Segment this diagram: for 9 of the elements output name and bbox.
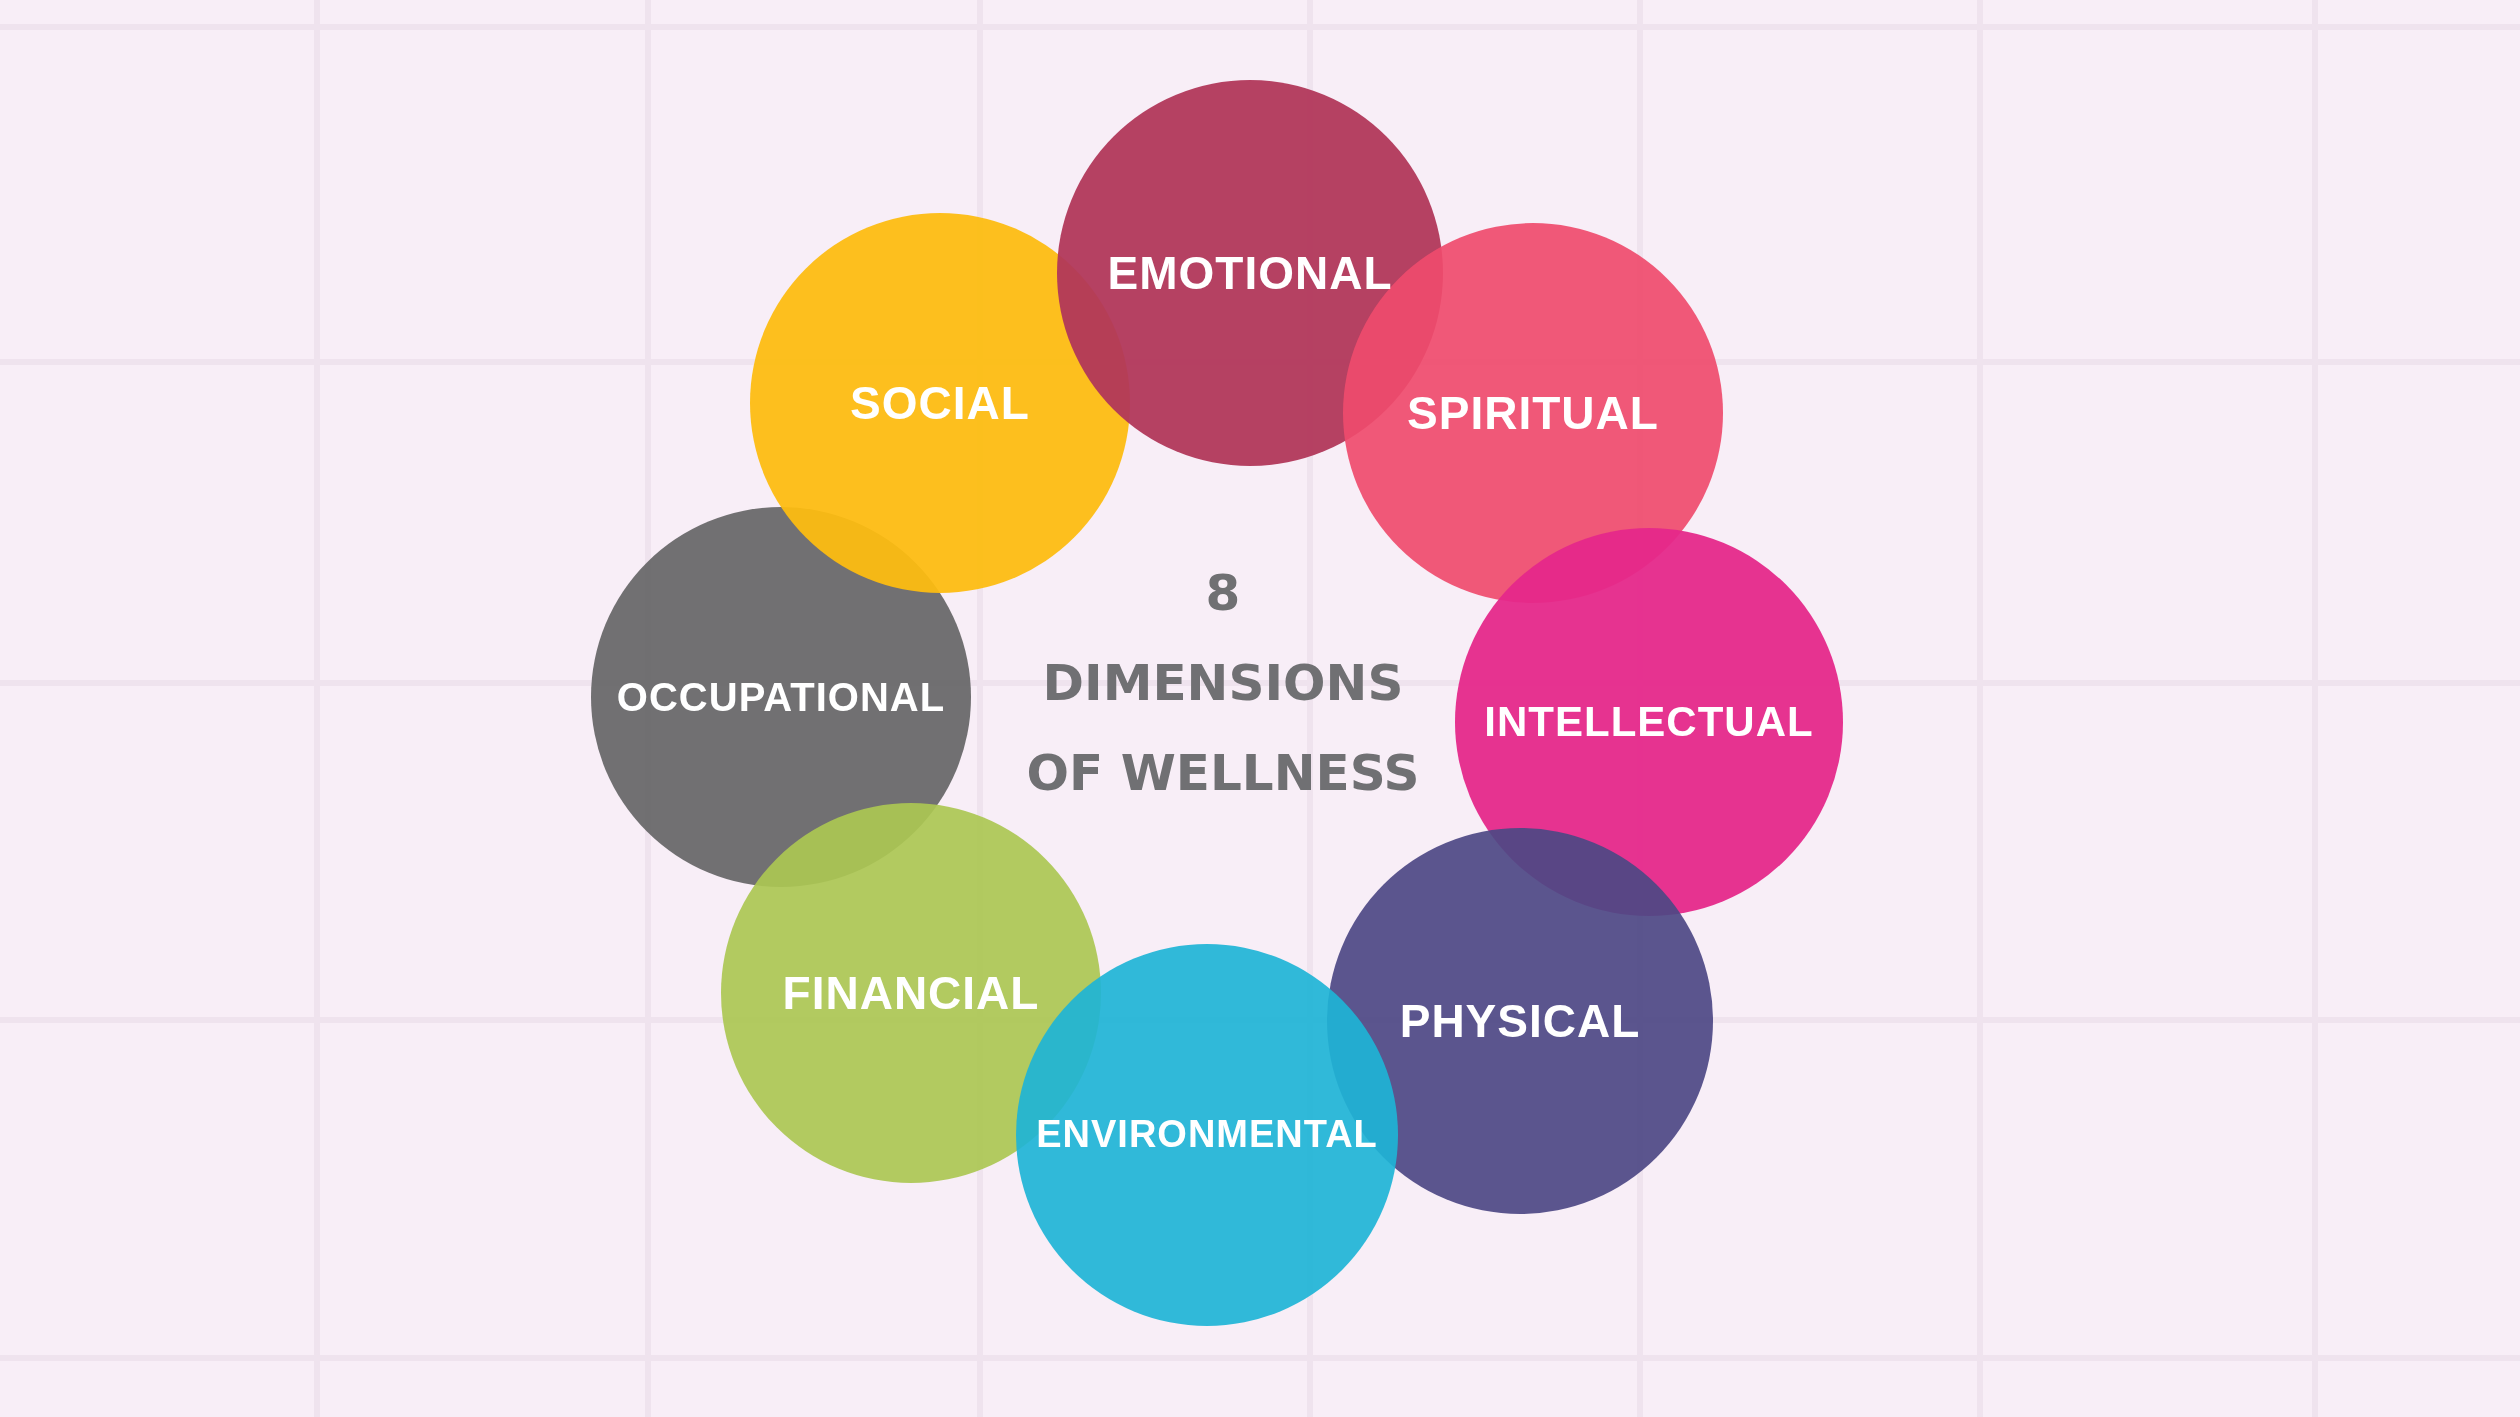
dimension-label: OCCUPATIONAL <box>616 675 946 719</box>
dimension-label: FINANCIAL <box>782 967 1040 1019</box>
dimension-label: PHYSICAL <box>1399 995 1641 1047</box>
dimension-label: SOCIAL <box>850 377 1030 429</box>
dimension-label: EMOTIONAL <box>1107 247 1393 299</box>
dimension-label: SPIRITUAL <box>1407 387 1659 439</box>
dimension-label: ENVIRONMENTAL <box>1036 1114 1378 1156</box>
dimension-label: INTELLECTUAL <box>1484 698 1814 746</box>
diagram-title: 8 DIMENSIONS OF WELLNESS <box>1025 563 1421 804</box>
